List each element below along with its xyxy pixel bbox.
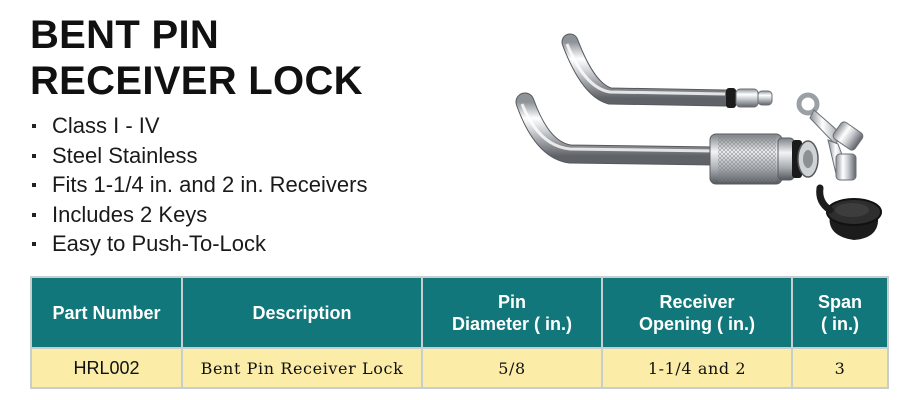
header-pin-diameter-line-2: Diameter ( in.): [451, 313, 573, 334]
bullet-icon: [32, 212, 36, 217]
bullet-icon: [32, 153, 36, 158]
feature-text: Easy to Push-To-Lock: [52, 231, 266, 256]
product-title: BENT PIN RECEIVER LOCK: [30, 12, 363, 104]
feature-item: Steel Stainless: [30, 141, 367, 171]
feature-item: Easy to Push-To-Lock: [30, 229, 367, 259]
bent-pin-receiver-lock-photo: [515, 33, 882, 240]
bullet-icon: [32, 124, 36, 128]
header-span-line-2: ( in.): [821, 313, 859, 334]
header-receiver-opening-line-2: Opening ( in.): [639, 313, 755, 334]
cell-part-number: HRL002: [30, 347, 183, 389]
product-title-line-2: RECEIVER LOCK: [30, 59, 363, 103]
header-pin-diameter-line-1: Pin: [497, 291, 526, 312]
header-description: Description: [181, 276, 423, 349]
header-span-line-1: Span: [817, 291, 862, 312]
header-part-number-label: Part Number: [52, 302, 161, 323]
feature-text: Class I - IV: [52, 113, 160, 138]
feature-text: Steel Stainless: [52, 142, 198, 168]
cell-receiver-opening: 1-1/4 and 2: [601, 347, 793, 389]
bullet-icon: [32, 183, 36, 187]
header-span: Span( in.): [791, 276, 889, 349]
feature-text: Fits 1-1/4 in. and 2 in. Receivers: [52, 172, 368, 197]
cell-pin-diameter: 5/8: [421, 347, 603, 389]
cell-description: Bent Pin Receiver Lock: [181, 347, 423, 389]
feature-item: Class I - IV: [30, 111, 367, 141]
feature-item: Includes 2 Keys: [30, 200, 367, 230]
cell-span: 3: [791, 347, 889, 389]
bullet-icon: [32, 242, 36, 246]
header-description-label: Description: [252, 302, 352, 323]
feature-text: Includes 2 Keys: [52, 201, 208, 227]
feature-item: Fits 1-1/4 in. and 2 in. Receivers: [30, 170, 367, 200]
product-title-line-1: BENT PIN: [30, 13, 220, 57]
header-part-number: Part Number: [30, 276, 183, 349]
header-receiver-opening-line-1: Receiver: [659, 291, 735, 312]
feature-list: Class I - IV Steel Stainless Fits 1-1/4 …: [30, 111, 367, 259]
table-row: HRL002 Bent Pin Receiver Lock 5/8 1-1/4 …: [30, 347, 889, 389]
